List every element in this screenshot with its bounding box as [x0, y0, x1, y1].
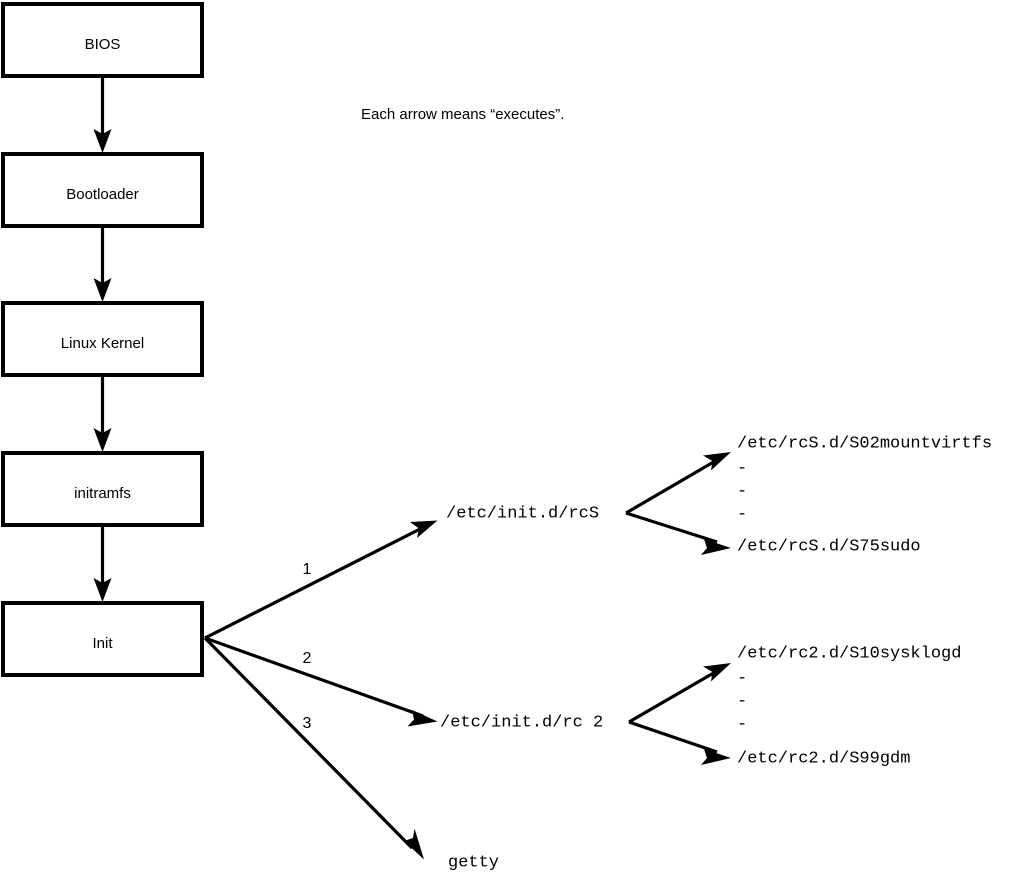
arrow-rc2-to-first-script [628, 663, 731, 724]
arrow-init-branch-3 [203, 636, 424, 860]
rc2-script-last[interactable]: /etc/rc2.d/S99gdm [737, 749, 910, 768]
box-rect [1, 2, 204, 78]
arrow-rc2-to-last-script [628, 720, 731, 765]
rcs-script-first[interactable]: /etc/rcS.d/S02mountvirtfs [737, 434, 992, 453]
stage-box-bootloader[interactable]: Bootloader [1, 152, 204, 228]
arrow-kernel-to-initramfs [93, 375, 112, 452]
branch-target-rc2[interactable]: /etc/init.d/rc 2 [440, 713, 603, 732]
rcs-ellipsis-dash-3: - [737, 505, 747, 524]
arrow-initramfs-to-init [93, 525, 112, 602]
stage-box-init[interactable]: Init [1, 601, 204, 677]
rc2-ellipsis-dash-1: - [737, 669, 747, 688]
box-rect [1, 451, 204, 527]
rcs-ellipsis-dash-1: - [737, 459, 747, 478]
stage-label-bootloader: Bootloader [66, 186, 139, 203]
rc2-ellipsis-dash-2: - [737, 692, 747, 711]
stage-label-init: Init [92, 635, 113, 652]
arrow-init-branch-1 [204, 520, 438, 640]
arrow-rcs-to-last-script [625, 511, 731, 555]
stage-box-initramfs[interactable]: initramfs [1, 451, 204, 527]
rc2-script-first[interactable]: /etc/rc2.d/S10sysklogd [737, 644, 961, 663]
arrow-bootloader-to-kernel [93, 226, 112, 302]
rc2-ellipsis-dash-3: - [737, 715, 747, 734]
stage-label-kernel: Linux Kernel [61, 335, 144, 352]
stage-box-bios[interactable]: BIOS [1, 2, 204, 78]
branch-number-2: 2 [303, 650, 312, 667]
stage-label-initramfs: initramfs [74, 485, 131, 502]
branch-target-getty[interactable]: getty [448, 853, 499, 872]
stage-label-bios: BIOS [85, 36, 121, 53]
box-rect [1, 601, 204, 677]
arrow-rcs-to-first-script [625, 452, 731, 515]
stage-box-kernel[interactable]: Linux Kernel [1, 301, 204, 377]
rcs-script-last[interactable]: /etc/rcS.d/S75sudo [737, 537, 921, 556]
branch-number-3: 3 [303, 715, 312, 732]
rcs-ellipsis-dash-2: - [737, 482, 747, 501]
branch-target-rcs[interactable]: /etc/init.d/rcS [446, 504, 599, 523]
arrow-bios-to-bootloader [93, 76, 112, 153]
arrow-init-branch-2 [204, 636, 438, 727]
legend-note: Each arrow means “executes”. [361, 106, 564, 123]
branch-number-1: 1 [303, 561, 312, 578]
